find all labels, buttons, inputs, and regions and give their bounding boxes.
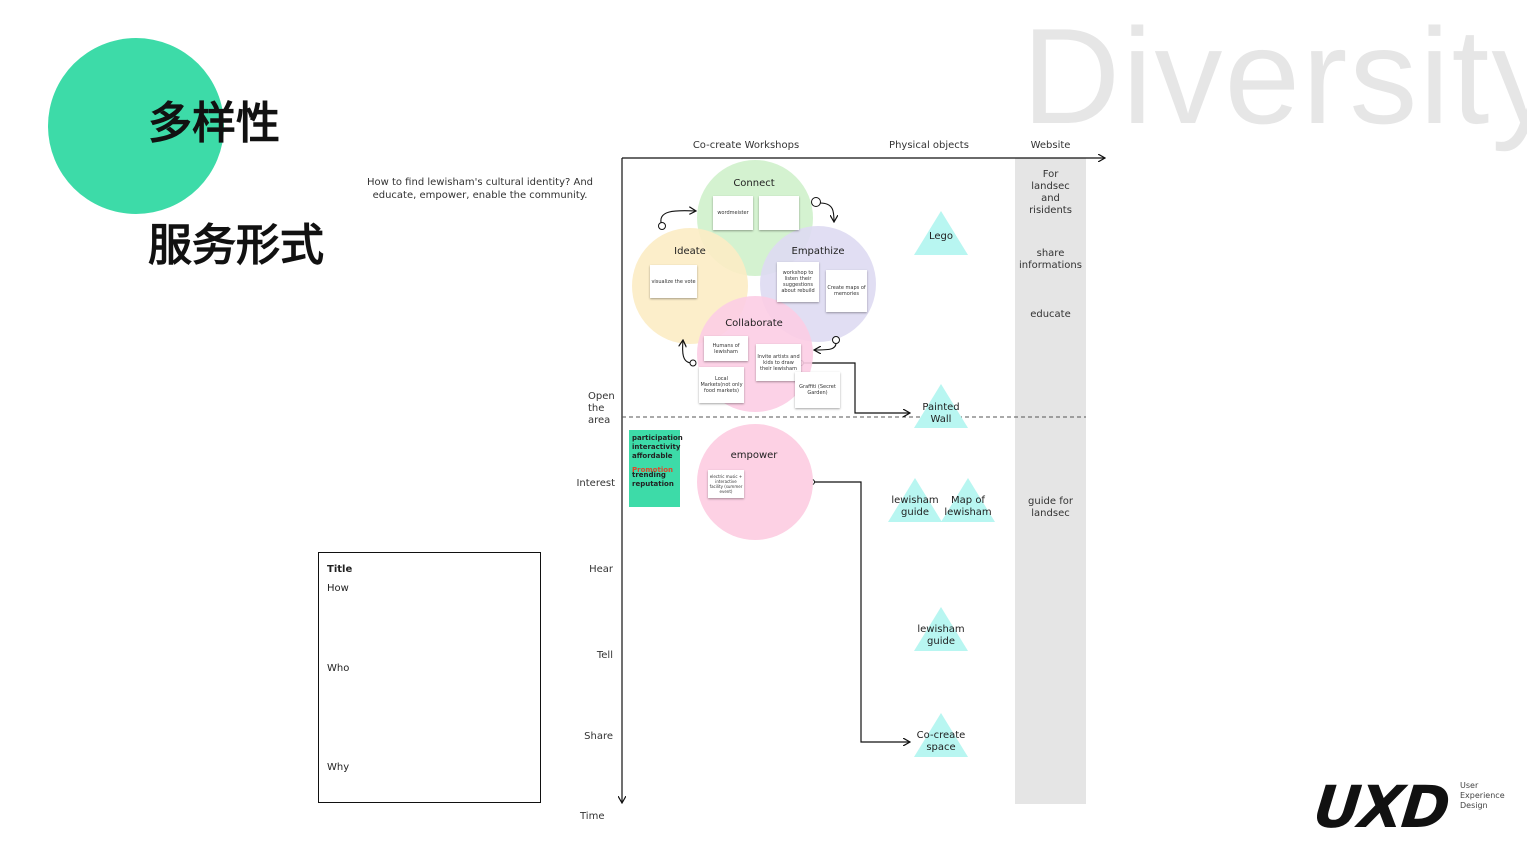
triangle-painted-wall: Painted Wall	[914, 384, 968, 430]
circle-label-connect: Connect	[733, 178, 775, 189]
column-label-workshops: Co-create Workshops	[692, 140, 800, 151]
row-label-open-area: Open the area	[588, 391, 615, 426]
sticky-note	[759, 196, 799, 230]
triangle-map-of-lewisham: Map of lewisham	[941, 478, 995, 524]
keywords-note: participation interactivity affordable P…	[629, 430, 683, 507]
connector-to-cocreate-space	[812, 481, 910, 742]
triangle-lewisham-guide: lewisham guide	[888, 478, 942, 524]
triangle-lewisham-guide-2: lewisham guide	[914, 607, 968, 653]
row-label-interest: Interest	[576, 478, 615, 489]
column-label-website: Website	[1030, 140, 1071, 151]
background-title: Diversity	[1022, 0, 1527, 152]
row-label-share: Share	[584, 731, 613, 742]
uxd-logo: UXD	[1310, 773, 1452, 841]
circle-label-empathize: Empathize	[791, 246, 845, 257]
sticky-note: workshop to listen their suggestions abo…	[777, 262, 819, 302]
template-title: Title	[327, 564, 353, 575]
circle-label-empower: empower	[730, 450, 778, 461]
template-box: Title How Who Why	[318, 552, 541, 803]
website-item: share informations	[1019, 248, 1082, 271]
sticky-note: Create maps of memories	[826, 270, 867, 312]
sticky-note: electric music + interactive facility (s…	[708, 470, 744, 498]
connector-to-painted-wall	[801, 362, 910, 413]
sticky-note: Local Markets(not only food markets)	[699, 367, 744, 403]
title-circle	[48, 38, 224, 214]
template-how: How	[327, 583, 349, 594]
website-column-bar	[1015, 158, 1086, 804]
uxd-logo-subtitle: User Experience Design	[1460, 781, 1505, 810]
sticky-note: Invite artists and kids to draw their le…	[756, 344, 801, 381]
website-item: For landsec and risidents	[1029, 169, 1072, 216]
axis-label-time: Time	[580, 811, 605, 822]
circle-label-ideate: Ideate	[674, 246, 706, 257]
sticky-note: visualize the vote	[650, 265, 697, 298]
sticky-note: wordmeister	[713, 196, 753, 230]
sticky-note: Humans of lewisham	[704, 336, 748, 361]
triangle-lego: Lego	[914, 211, 968, 257]
circle-label-collaborate: Collaborate	[725, 318, 783, 329]
sticky-note: Graffiti (Secret Garden)	[795, 372, 840, 408]
page-title: 多样性	[148, 98, 280, 149]
question-text: How to find lewisham's cultural identity…	[366, 177, 594, 201]
website-item: guide for landsec	[1028, 496, 1073, 519]
template-why: Why	[327, 762, 350, 773]
triangle-cocreate-space: Co-create space	[914, 713, 968, 759]
website-item: educate	[1030, 309, 1071, 320]
page-subtitle: 服务形式	[148, 220, 324, 271]
column-label-physical: Physical objects	[889, 140, 969, 151]
row-label-hear: Hear	[589, 564, 613, 575]
row-label-tell: Tell	[596, 650, 613, 661]
template-who: Who	[327, 663, 350, 674]
